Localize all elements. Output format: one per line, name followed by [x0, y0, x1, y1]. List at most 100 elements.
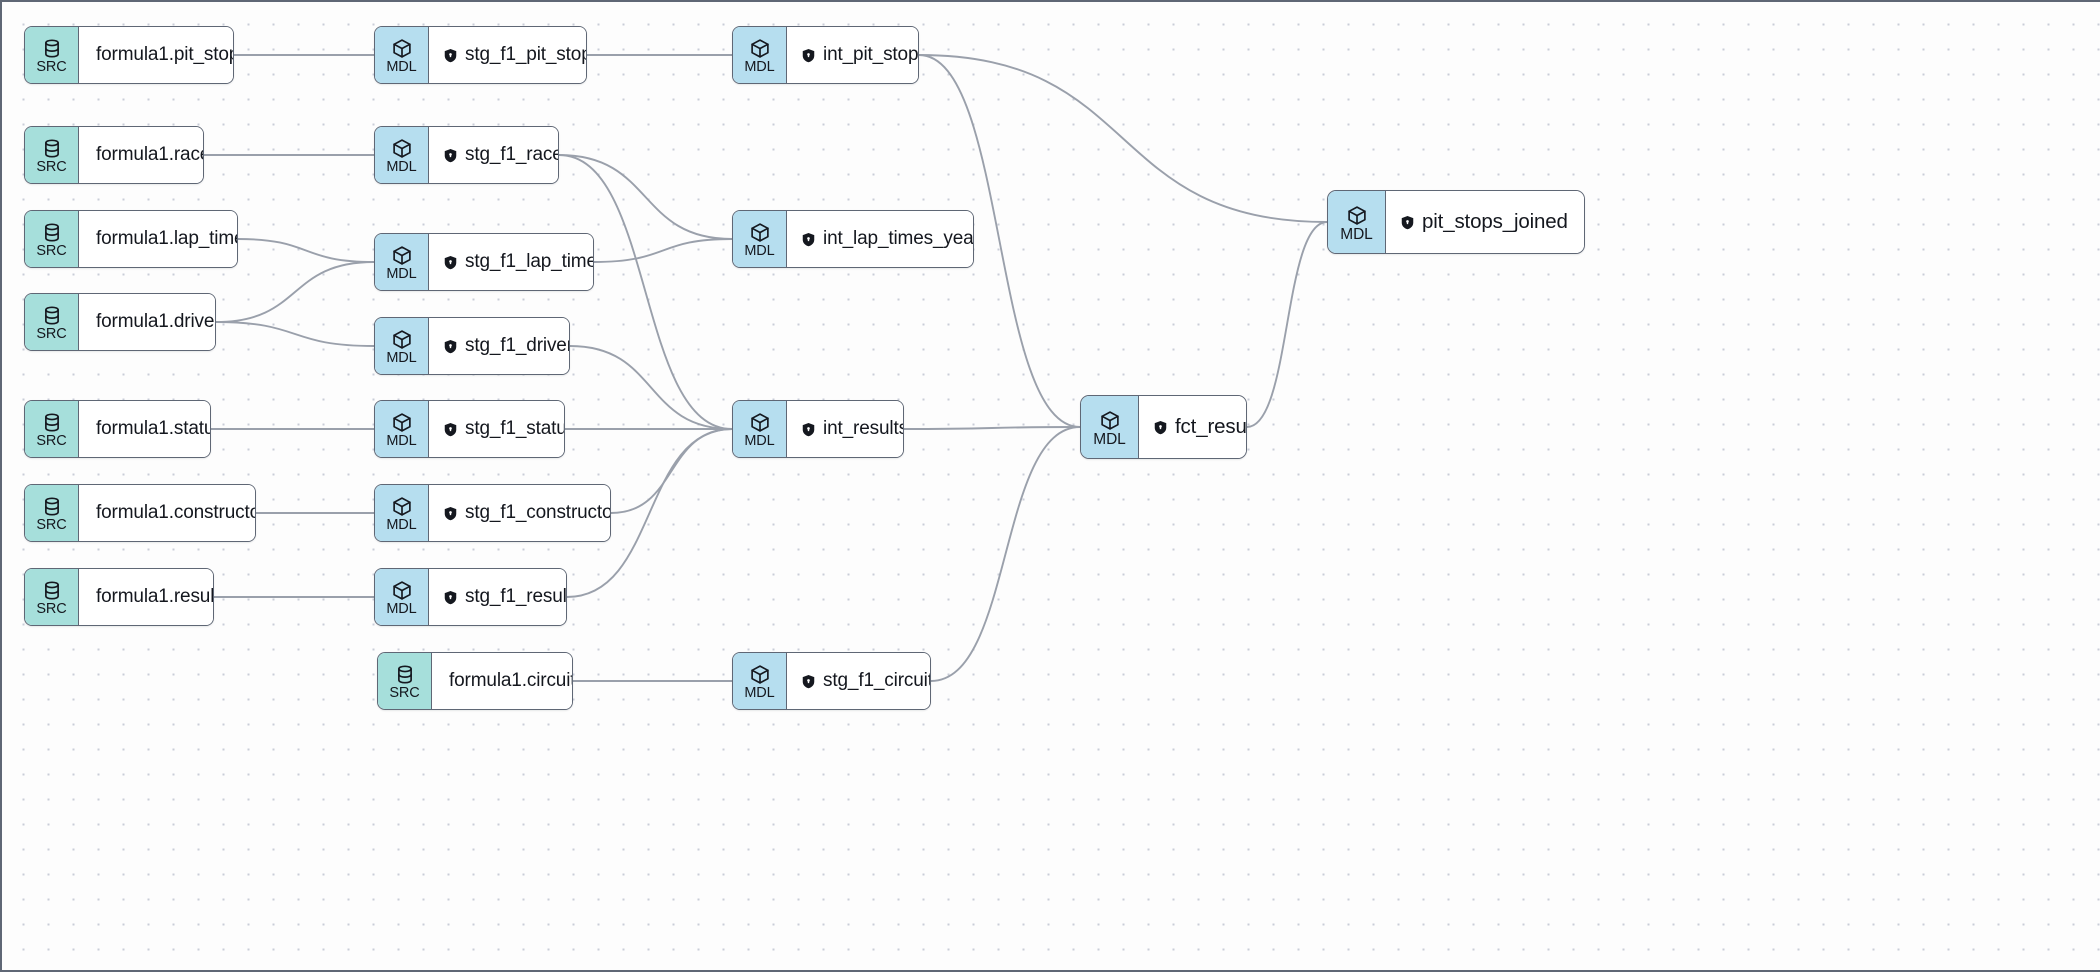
cube-icon: [749, 222, 771, 243]
node-label: stg_f1_lap_times: [465, 251, 594, 272]
node-body: stg_f1_circuits: [787, 653, 930, 709]
graph-node-stg_status[interactable]: MDL stg_f1_status: [374, 400, 565, 458]
node-label: stg_f1_drivers: [465, 335, 569, 356]
cube-icon: [391, 245, 413, 266]
node-type-badge-model: MDL: [375, 27, 429, 83]
shield-icon: [443, 47, 458, 64]
node-label: stg_f1_races: [465, 144, 558, 165]
graph-node-src_lap_times[interactable]: SRC formula1.lap_times: [24, 210, 238, 268]
node-type-badge-source: SRC: [378, 653, 432, 709]
shield-icon: [801, 47, 816, 64]
node-label: formula1.races: [96, 144, 203, 165]
shield-icon: [443, 254, 458, 271]
node-label: stg_f1_constructors: [465, 502, 610, 523]
cube-icon: [391, 138, 413, 159]
node-type-badge-source: SRC: [25, 27, 79, 83]
edge-src_drivers-to-stg_lap_times: [215, 261, 375, 323]
node-label: fct_results: [1175, 415, 1247, 438]
node-badge-label: MDL: [1340, 225, 1373, 243]
node-type-badge-source: SRC: [25, 211, 79, 267]
graph-node-src_races[interactable]: SRC formula1.races: [24, 126, 204, 184]
node-badge-label: SRC: [36, 158, 67, 175]
graph-node-stg_pit_stops[interactable]: MDL stg_f1_pit_stops: [374, 26, 587, 84]
shield-icon: [801, 421, 816, 438]
node-badge-label: MDL: [386, 265, 417, 282]
node-badge-label: MDL: [744, 58, 775, 75]
node-body: stg_f1_lap_times: [429, 234, 594, 290]
node-body: formula1.lap_times: [79, 211, 237, 267]
database-icon: [41, 496, 63, 517]
shield-icon: [443, 505, 458, 522]
node-body: pit_stops_joined: [1386, 191, 1584, 253]
edge-stg_constructors-to-int_results: [610, 428, 733, 514]
node-body: formula1.results: [79, 569, 214, 625]
graph-node-src_results[interactable]: SRC formula1.results: [24, 568, 214, 626]
database-icon: [394, 664, 416, 685]
node-body: int_results: [787, 401, 903, 457]
node-label: formula1.constructors: [96, 502, 255, 523]
node-label: formula1.results: [96, 586, 214, 607]
node-type-badge-model: MDL: [733, 401, 787, 457]
node-label: formula1.circuits: [449, 670, 573, 691]
node-badge-label: MDL: [386, 600, 417, 617]
graph-node-src_pit_stops[interactable]: SRC formula1.pit_stops: [24, 26, 234, 84]
node-label: pit_stops_joined: [1422, 210, 1568, 233]
node-badge-label: MDL: [386, 349, 417, 366]
graph-node-stg_results[interactable]: MDL stg_f1_results: [374, 568, 567, 626]
graph-node-src_circuits[interactable]: SRC formula1.circuits: [377, 652, 573, 710]
cube-icon: [749, 38, 771, 59]
node-body: stg_f1_status: [429, 401, 565, 457]
edge-src_drivers-to-stg_drivers: [215, 321, 375, 347]
node-label: stg_f1_status: [465, 418, 565, 439]
shield-icon: [443, 147, 458, 164]
node-badge-label: SRC: [36, 325, 67, 342]
node-body: formula1.circuits: [432, 653, 573, 709]
cube-icon: [749, 664, 771, 685]
edge-stg_drivers-to-int_results: [569, 345, 733, 430]
shield-icon: [443, 589, 458, 606]
node-type-badge-model: MDL: [733, 653, 787, 709]
shield-icon: [801, 231, 816, 248]
node-type-badge-model: MDL: [375, 234, 429, 290]
cube-icon: [391, 329, 413, 350]
node-body: stg_f1_results: [429, 569, 566, 625]
node-badge-label: MDL: [744, 242, 775, 259]
graph-node-pit_stops_joined[interactable]: MDL pit_stops_joined: [1327, 190, 1585, 254]
shield-icon: [1153, 419, 1168, 436]
node-label: stg_f1_pit_stops: [465, 44, 586, 65]
cube-icon: [391, 38, 413, 59]
graph-node-stg_races[interactable]: MDL stg_f1_races: [374, 126, 559, 184]
graph-node-src_drivers[interactable]: SRC formula1.drivers: [24, 293, 216, 351]
database-icon: [41, 305, 63, 326]
node-body: stg_f1_pit_stops: [429, 27, 586, 83]
node-body: stg_f1_races: [429, 127, 558, 183]
node-label: formula1.lap_times: [96, 228, 237, 249]
node-badge-label: SRC: [36, 600, 67, 617]
graph-node-src_constructors[interactable]: SRC formula1.constructors: [24, 484, 256, 542]
database-icon: [41, 580, 63, 601]
node-type-badge-source: SRC: [25, 569, 79, 625]
node-badge-label: MDL: [386, 516, 417, 533]
edge-fct_results-to-pit_stops_joined: [1246, 221, 1328, 428]
node-badge-label: SRC: [36, 58, 67, 75]
node-label: formula1.drivers: [96, 311, 215, 332]
graph-node-stg_drivers[interactable]: MDL stg_f1_drivers: [374, 317, 570, 375]
node-badge-label: MDL: [386, 158, 417, 175]
node-body: fct_results: [1139, 396, 1247, 458]
node-badge-label: SRC: [36, 516, 67, 533]
graph-node-stg_constructors[interactable]: MDL stg_f1_constructors: [374, 484, 611, 542]
node-badge-label: MDL: [386, 432, 417, 449]
node-type-badge-model: MDL: [375, 569, 429, 625]
node-type-badge-source: SRC: [25, 294, 79, 350]
graph-node-stg_lap_times[interactable]: MDL stg_f1_lap_times: [374, 233, 594, 291]
node-label: formula1.pit_stops: [96, 44, 234, 65]
node-type-badge-source: SRC: [25, 127, 79, 183]
